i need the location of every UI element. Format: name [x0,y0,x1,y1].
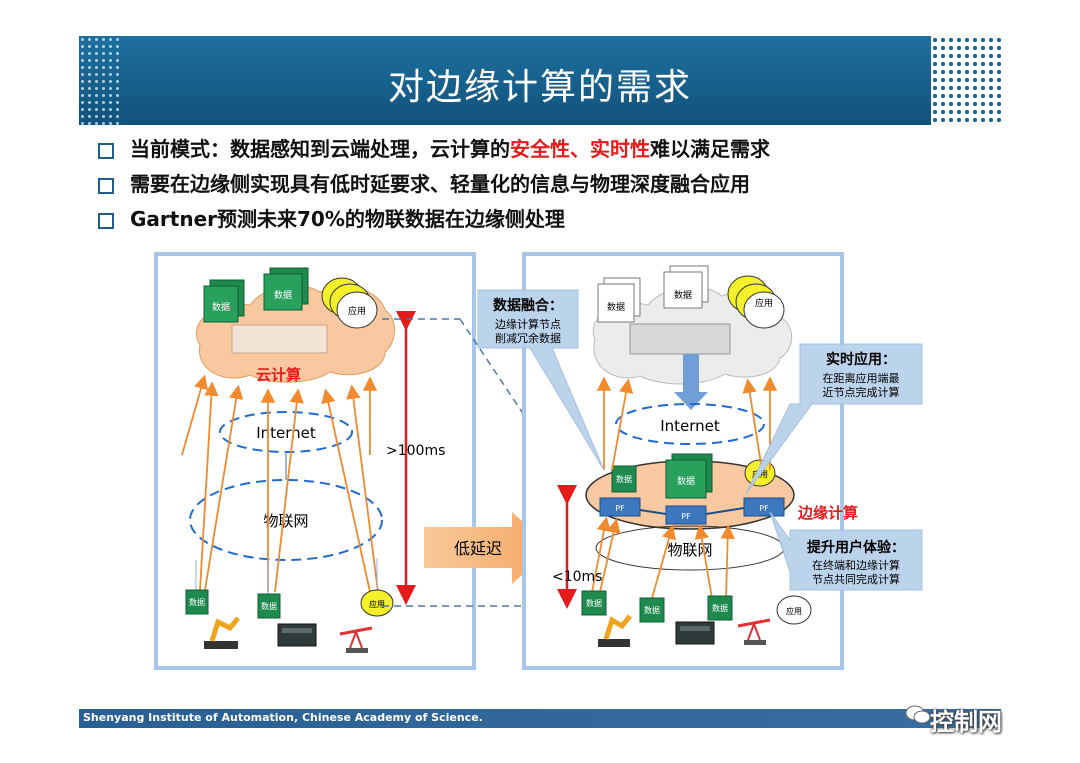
cloud-label: 云计算 [256,366,301,384]
iot-ellipse [189,479,383,561]
svg-text:数据: 数据 [274,289,292,301]
svg-text:数据: 数据 [644,605,660,615]
device-app: 应用 [360,589,394,617]
callout-realtime: 实时应用： 在距离应用端最 近节点完成计算 [745,343,923,495]
bullet-square-icon [98,213,114,229]
internet-ellipse-right [615,403,765,445]
title-banner: 对边缘计算的需求 [79,36,1001,125]
svg-text:边缘计算节点: 边缘计算节点 [495,317,561,331]
data-stack-2: 数据 [263,267,309,311]
svg-text:应用: 应用 [348,305,366,317]
app-bubble-stack: 应用 [321,277,378,329]
bullet-item-3: Gartner预测未来70%的物联数据在边缘侧处理 [96,202,770,237]
oil-pump-icon-right [737,618,771,645]
datacenter-image [231,324,328,354]
latency-left-label: >100ms [386,443,445,459]
callout-data-fusion: 数据融合： 边缘计算节点 削减冗余数据 [477,289,605,471]
edge-upload-arrows [591,376,778,599]
svg-text:数据: 数据 [616,474,632,484]
svg-text:数据融合：: 数据融合： [493,297,563,314]
svg-text:PF: PF [681,512,691,521]
robot-arm-icon [204,616,240,649]
pf-nodes: PF PF PF [599,497,785,525]
data-stack-gray-1: 数据 [597,277,641,323]
svg-text:数据: 数据 [674,289,692,301]
edge-device-data-3: 数据 [707,595,733,621]
robot-arm-icon-right [598,614,632,647]
svg-text:数据: 数据 [212,301,230,313]
data-stack-1: 数据 [203,279,245,323]
svg-text:应用: 应用 [755,297,773,309]
bullet-square-icon [98,143,114,159]
svg-text:数据: 数据 [189,597,205,607]
edge-device-app: 应用 [776,595,812,625]
iot-label: 物联网 [263,512,308,530]
data-stack-gray-2: 数据 [663,265,709,309]
edge-label: 边缘计算 [797,504,858,522]
edge-data-2: 数据 [665,453,713,499]
banner-dot-pattern-right [931,36,1001,125]
iot-label-right: 物联网 [667,541,712,559]
device-data-2: 数据 [257,593,281,619]
app-bubble-stack-right: 应用 [727,275,785,329]
internet-label: Internet [256,424,316,442]
edge-device-data-1: 数据 [581,590,607,616]
plc-device-icon-right [675,621,715,645]
svg-text:应用: 应用 [786,606,802,616]
bullet-item-1: 当前模式：数据感知到云端处理，云计算的安全性、实时性难以满足需求 [96,132,770,167]
svg-text:数据: 数据 [586,598,602,608]
datacenter-image-gray [629,323,731,355]
edge-device-data-2: 数据 [639,597,665,623]
svg-text:提升用户体验：: 提升用户体验： [807,539,905,556]
oil-pump-icon [339,626,373,653]
bullet-item-2: 需要在边缘侧实现具有低时延要求、轻量化的信息与物理深度融合应用 [96,167,770,202]
svg-text:数据: 数据 [607,301,625,313]
svg-text:PF: PF [759,504,769,513]
latency-right-label: <10ms [552,569,602,585]
svg-text:节点共同完成计算: 节点共同完成计算 [812,572,900,586]
bullet-list: 当前模式：数据感知到云端处理，云计算的安全性、实时性难以满足需求 需要在边缘侧实… [96,132,770,237]
svg-text:削减冗余数据: 削减冗余数据 [495,331,561,345]
highlight-text: 安全性、实时性 [510,137,650,161]
svg-text:数据: 数据 [712,603,728,613]
svg-text:应用: 应用 [369,599,385,609]
internet-label-right: Internet [660,417,720,435]
low-latency-arrow [424,512,552,584]
watermark: 控制网 [930,708,1002,736]
svg-text:数据: 数据 [677,475,695,487]
svg-text:实时应用：: 实时应用： [826,351,896,368]
footer-text: Shenyang Institute of Automation, Chines… [83,711,483,724]
callout-user-experience: 提升用户体验： 在终端和边缘计算 节点共同完成计算 [769,511,923,591]
footer-bar: Shenyang Institute of Automation, Chines… [79,709,1001,728]
edge-data-1: 数据 [611,465,637,493]
plc-device-icon [277,623,317,647]
svg-text:PF: PF [615,504,625,513]
device-data-1: 数据 [185,589,209,615]
svg-text:在终端和边缘计算: 在终端和边缘计算 [812,558,900,572]
banner-dot-pattern-left [79,36,119,125]
low-latency-label: 低延迟 [454,539,502,558]
svg-text:数据: 数据 [261,601,277,611]
wechat-icon [905,705,931,724]
cloud-to-edge-arrow [674,354,708,410]
slide-title: 对边缘计算的需求 [387,67,692,108]
svg-text:近节点完成计算: 近节点完成计算 [823,385,900,399]
upload-arrows [181,374,379,593]
bullet-square-icon [98,178,114,194]
svg-text:在距离应用端最: 在距离应用端最 [823,371,900,385]
